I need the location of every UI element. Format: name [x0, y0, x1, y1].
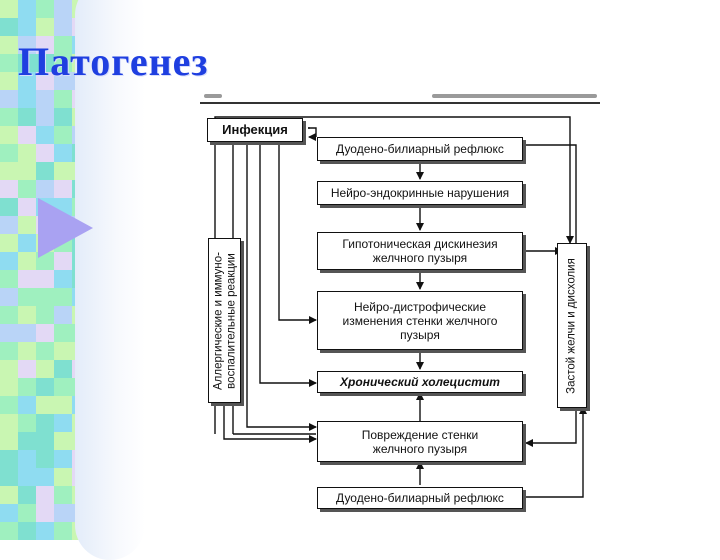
node-dyskinesia: Гипотоническая дискинезия желчного пузыр… — [317, 232, 523, 270]
node-bile-stasis-label: Застой желчи и дисхолия — [565, 258, 578, 394]
node-neurodystrophic: Нейро-дистрофические изменения стенки же… — [317, 291, 523, 350]
node-allergic-reactions: Аллергические и иммуно- воспалительные р… — [208, 238, 241, 403]
slide-title: Патогенез — [18, 39, 209, 84]
play-triangle-icon — [38, 198, 93, 258]
node-bile-stasis: Застой желчи и дисхолия — [557, 243, 587, 408]
decorative-arch — [75, 0, 145, 560]
node-infection: Инфекция — [207, 118, 303, 142]
node-reflux-bottom: Дуодено-билиарный рефлюкс — [317, 487, 523, 509]
node-neuroendocrine: Нейро-эндокринные нарушения — [317, 181, 523, 205]
node-cholecystitis: Хронический холецистит — [317, 371, 523, 393]
node-reflux-top: Дуодено-билиарный рефлюкс — [317, 137, 523, 161]
node-allergic-reactions-label: Аллергические и иммуно- воспалительные р… — [212, 252, 238, 390]
scan-header-strip — [200, 94, 600, 104]
pathogenesis-diagram: Инфекция Дуодено-билиарный рефлюкс Нейро… — [200, 93, 605, 513]
node-wall-damage: Повреждение стенки желчного пузыря — [317, 421, 523, 462]
